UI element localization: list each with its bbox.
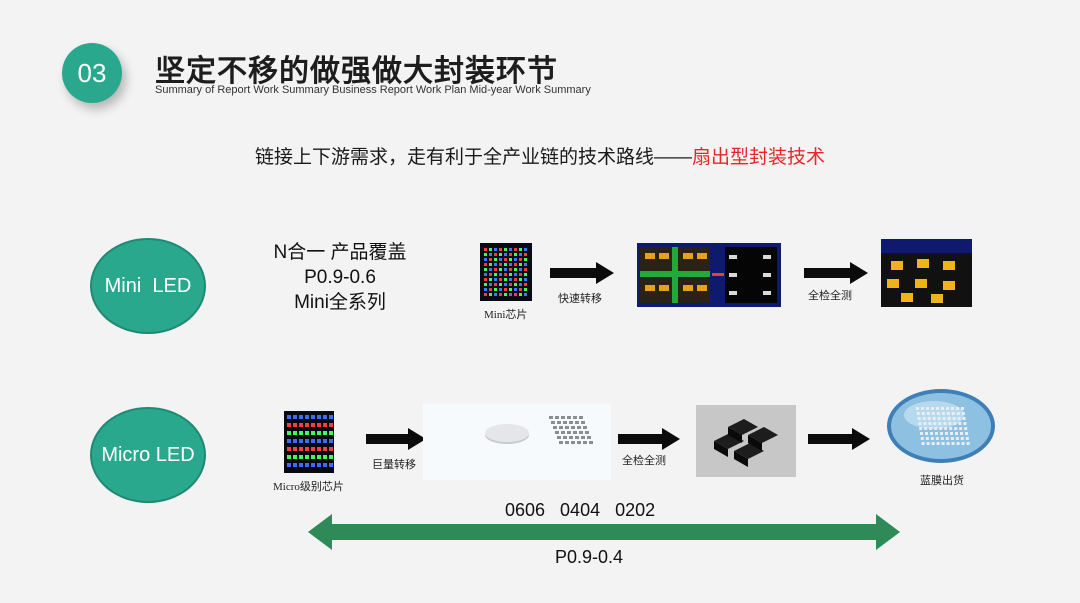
mini-transfer-arrow-icon (550, 262, 614, 284)
micro-led-circle: Micro LED (90, 407, 206, 503)
headline-text: 链接上下游需求，走有利于全产业链的技术路线—— (254, 147, 692, 168)
mini-coverage-line-3: Mini全系列 (294, 292, 386, 313)
page-subtitle: Summary of Report Work Summary Business … (155, 84, 591, 96)
page-title: 坚定不移的做强做大封装环节 (155, 55, 558, 88)
mini-module-image (637, 243, 781, 307)
mini-inspection-arrow-icon (804, 262, 868, 284)
micro-package-image (696, 405, 796, 477)
section-number-badge: 03 (62, 43, 122, 103)
pixel-pitch-range: P0.9-0.4 (555, 547, 624, 567)
mini-chip-caption: Mini芯片 (484, 309, 528, 321)
micro-shipping-arrow-icon (808, 428, 870, 450)
micro-final-caption: 蓝膜出货 (920, 475, 964, 487)
double-arrow-icon (308, 514, 900, 550)
mini-step1-label: 快速转移 (558, 293, 602, 305)
mini-coverage-line-2: P0.9-0.6 (304, 267, 376, 288)
micro-chip-caption: Micro级别芯片 (273, 481, 344, 493)
mini-coverage-line-1: N合一 产品覆盖 (273, 242, 407, 263)
micro-transfer-arrow-icon (366, 428, 426, 450)
blue-film-image (884, 385, 998, 467)
headline-highlight: 扇出型封装技术 (692, 147, 826, 168)
micro-wafer-image (423, 404, 611, 480)
mini-chip-image (480, 243, 532, 301)
mini-step2-label: 全检全测 (808, 290, 852, 302)
micro-inspection-arrow-icon (618, 428, 680, 450)
chip-sizes: 0606 0404 0202 (505, 500, 656, 520)
micro-chip-image (284, 411, 334, 473)
headline: 链接上下游需求，走有利于全产业链的技术路线——扇出型封装技术 (0, 142, 1080, 169)
mini-led-circle: Mini LED (90, 238, 206, 334)
mini-led-label: Mini LED (104, 274, 192, 297)
mini-packaged-image (881, 239, 972, 307)
micro-step1-label: 巨量转移 (372, 459, 416, 471)
mini-coverage: N合一 产品覆盖 P0.9-0.6 Mini全系列 (250, 240, 430, 315)
micro-step2-label: 全检全测 (622, 455, 666, 467)
micro-led-label: Micro LED (101, 443, 195, 466)
